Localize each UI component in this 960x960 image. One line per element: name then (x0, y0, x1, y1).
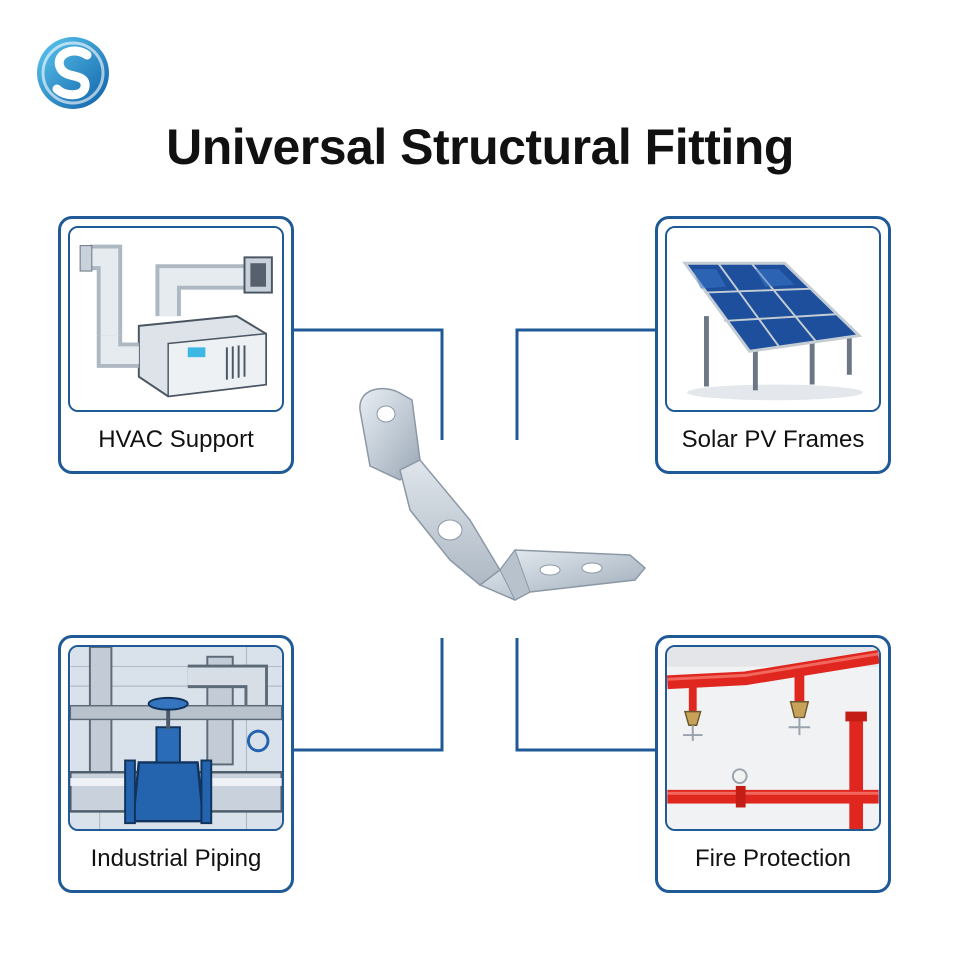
card-label: Fire Protection (694, 845, 852, 872)
card-label: Industrial Piping (90, 845, 262, 872)
card-industrial-piping: Industrial Piping (58, 635, 294, 893)
card-fire-protection: Fire Protection (655, 635, 891, 893)
solar-panel-icon (665, 226, 881, 412)
industrial-piping-icon (68, 645, 284, 831)
card-label: HVAC Support (98, 426, 254, 453)
card-hvac-support: HVAC Support (58, 216, 294, 474)
hvac-ductwork-icon (68, 226, 284, 412)
bracket-fitting-icon (359, 387, 647, 601)
brand-logo-icon (37, 37, 109, 109)
connector-fire (515, 638, 666, 752)
card-solar-pv-frames: Solar PV Frames (655, 216, 891, 474)
connector-hvac (294, 328, 444, 440)
page-title: Universal Structural Fitting (166, 119, 794, 175)
connector-solar (515, 328, 666, 440)
fire-sprinkler-icon (665, 645, 881, 831)
connector-piping (294, 638, 444, 752)
card-label: Solar PV Frames (681, 426, 865, 453)
